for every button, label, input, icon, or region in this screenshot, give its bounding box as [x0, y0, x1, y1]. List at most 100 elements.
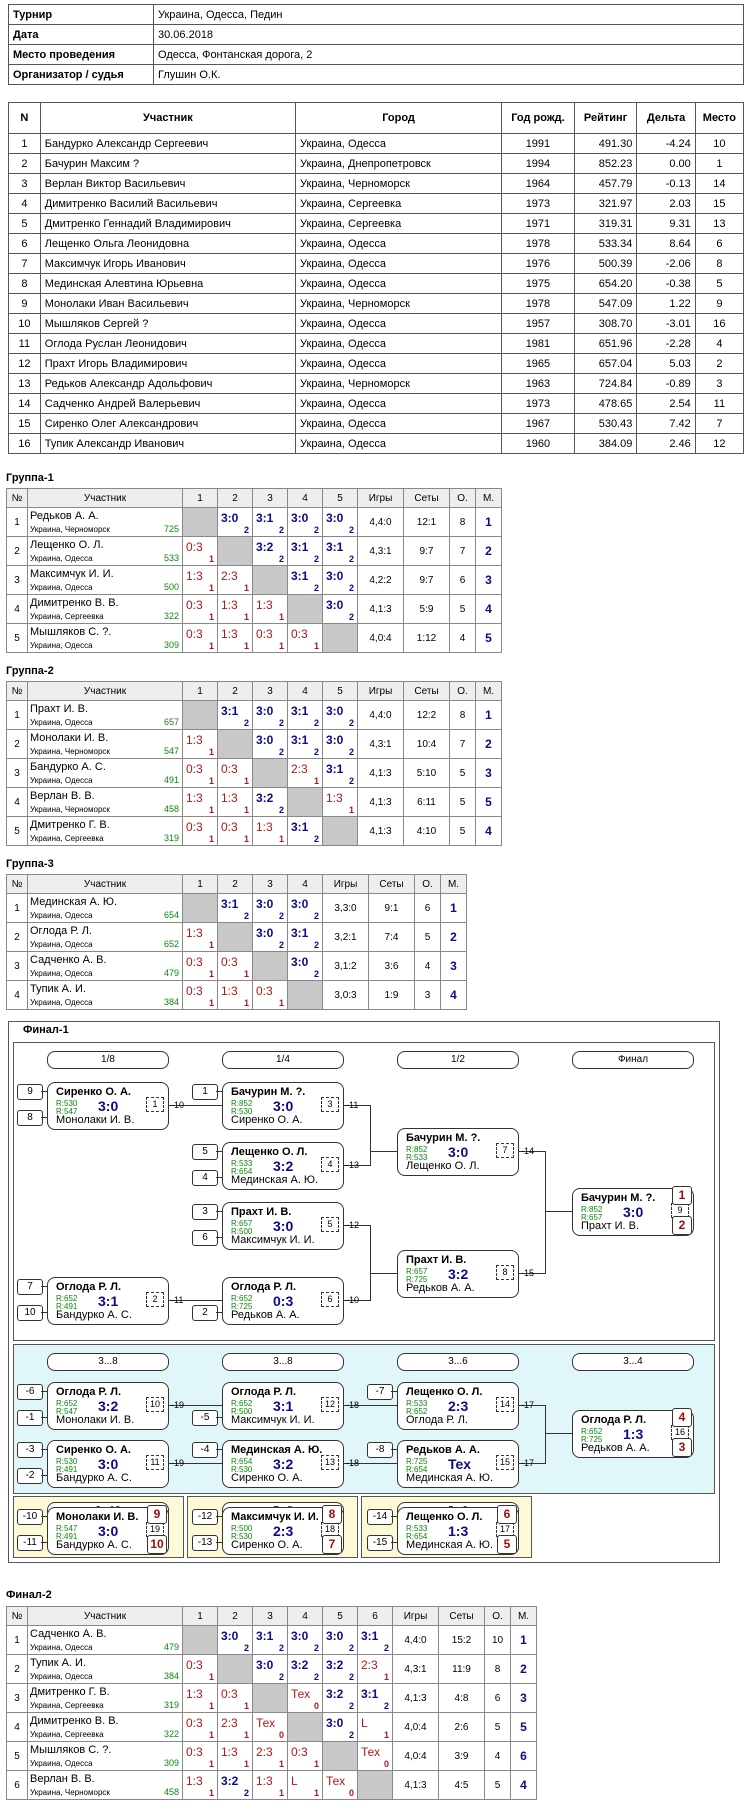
loser-rating: R:654 [406, 1532, 428, 1541]
table-cell: 9.31 [636, 213, 696, 234]
row-number: 3 [6, 951, 28, 981]
match-number: 12 [321, 1397, 339, 1412]
games: 4,1:3 [357, 816, 404, 846]
winner-name: Сиренко О. А. [56, 1086, 131, 1098]
match-number: 15 [496, 1455, 514, 1470]
bracket-line [167, 1405, 195, 1406]
winner-rating: R:533 [406, 1524, 428, 1533]
winner-name: Мединская А. Ю. [231, 1444, 323, 1456]
match-points: 1 [278, 1788, 284, 1798]
loser-destination: -11 [346, 1100, 359, 1110]
group-column-header: О. [449, 488, 476, 508]
table-cell: Украина, Одесса [295, 253, 503, 274]
match-points: 1 [278, 612, 284, 622]
table-cell: Украина, Черноморск [295, 293, 503, 314]
bracket-line [369, 1105, 371, 1152]
winner-rating: R:725 [406, 1457, 428, 1466]
table-cell: Верлан Виктор Васильевич [39, 173, 297, 194]
table-cell: 2 [8, 153, 41, 174]
match-score: Tex [448, 1456, 472, 1472]
participant-name: Прахт И. В. [30, 703, 89, 715]
table-cell: 7 [694, 413, 745, 434]
place: 6 [510, 1741, 537, 1771]
participant-name: Оглода Р. Л. [30, 925, 92, 937]
table-cell: 1 [694, 153, 745, 174]
winner-name: Оглода Р. Л. [581, 1414, 647, 1426]
loser-name: Максимчук И. И. [231, 1234, 315, 1246]
match-score: 3:0 [291, 511, 309, 525]
group-column-header: М. [475, 488, 502, 508]
points: 5 [449, 787, 476, 817]
sets: 4:10 [403, 816, 450, 846]
table-cell: 2.46 [636, 433, 696, 454]
winner-rating: R:530 [56, 1457, 78, 1466]
match-score: 1:3 [326, 791, 343, 805]
points: 8 [484, 1654, 511, 1684]
bracket-line [216, 1177, 222, 1178]
participant-rating: 309 [163, 640, 179, 650]
table-cell: -0.38 [636, 273, 696, 294]
participant-city: Украина, Одесса [30, 1759, 93, 1768]
self-cell [252, 758, 288, 788]
final-rank: 8 [322, 1505, 342, 1524]
winner-name: Максимчук И. И. [231, 1511, 319, 1523]
bracket-line [391, 1516, 397, 1517]
table-cell: 15 [694, 193, 745, 214]
sets: 3:6 [368, 951, 415, 981]
self-cell [252, 565, 288, 595]
points: 5 [449, 816, 476, 846]
table-cell: 491.30 [573, 133, 638, 154]
match-score: 1:3 [186, 733, 203, 747]
bracket-line [369, 1273, 397, 1274]
table-cell: 1994 [501, 153, 575, 174]
sets: 7:4 [368, 922, 415, 952]
row-number: 4 [6, 787, 28, 817]
match-score: 3:0 [326, 511, 344, 525]
group-column-header: М. [475, 681, 502, 701]
loser-rating: R:725 [406, 1275, 428, 1284]
participant-name: Димитренко В. В. [30, 1715, 119, 1727]
match-score: 1:3 [186, 791, 203, 805]
match-score: 3:0 [326, 598, 344, 612]
games: 3,3:0 [322, 893, 369, 923]
participant-city: Украина, Одесса [30, 583, 93, 592]
seed-label: 3 [192, 1204, 218, 1220]
loser-rating: R:491 [56, 1532, 78, 1541]
match-number: 4 [321, 1157, 339, 1172]
games: 4,1:3 [357, 594, 404, 624]
match-score: 3:0 [291, 1629, 309, 1643]
table-cell: 5.03 [636, 353, 696, 374]
bracket-line [369, 1463, 397, 1464]
participant-rating: 458 [163, 1787, 179, 1797]
bracket-line [369, 1151, 397, 1152]
sets: 9:7 [403, 536, 450, 566]
table-cell: 5 [8, 213, 41, 234]
place: 2 [475, 729, 502, 759]
match-points: 2 [278, 554, 284, 564]
match-points: 1 [313, 1759, 319, 1769]
winner-rating: R:657 [406, 1267, 428, 1276]
points: 5 [484, 1712, 511, 1742]
table-cell: 11 [8, 333, 41, 354]
place: 4 [440, 980, 467, 1010]
group-column-header: Игры [357, 488, 404, 508]
